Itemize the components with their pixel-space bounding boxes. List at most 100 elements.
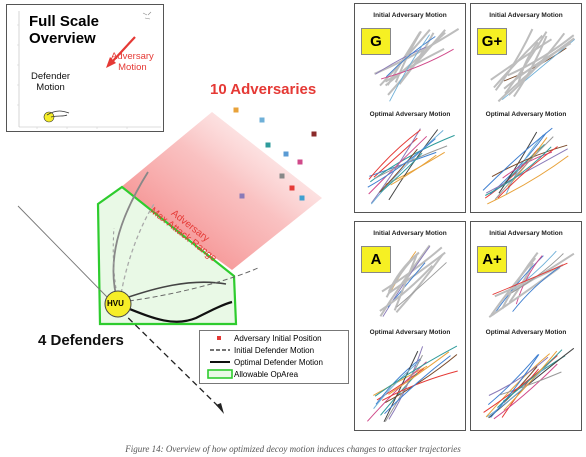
max-attack-range-band bbox=[120, 112, 322, 270]
panel-bottom-title: Optimal Adversary Motion bbox=[369, 329, 451, 336]
optimal-trajectory bbox=[493, 363, 558, 420]
legend-label: Allowable OpArea bbox=[234, 369, 299, 379]
overview-adversary-label: Adversary Motion bbox=[111, 51, 154, 73]
panel-top-title: Initial Adversary Motion bbox=[489, 12, 563, 19]
allowable-oparea bbox=[96, 185, 238, 326]
optimal-trajectory bbox=[503, 350, 558, 411]
panel-top-title: Initial Adversary Motion bbox=[373, 230, 447, 237]
legend-item-adversary: Adversary Initial Position bbox=[204, 333, 322, 343]
optimal-trajectory bbox=[487, 155, 569, 205]
main-scene bbox=[17, 107, 322, 414]
initial-trajectory bbox=[490, 38, 553, 81]
initial-trajectory bbox=[398, 32, 435, 85]
overview-axes bbox=[17, 11, 161, 129]
panel-a-plus: Initial Adversary Motion Optimal Adversa… bbox=[470, 221, 582, 431]
optimal-trajectory bbox=[487, 354, 539, 405]
panel-trajectories bbox=[483, 250, 575, 420]
optimal-trajectory bbox=[505, 134, 544, 195]
initial-trajectory bbox=[384, 48, 445, 83]
legend: Adversary Initial Position Initial Defen… bbox=[199, 330, 349, 384]
optimal-trajectory bbox=[499, 371, 562, 396]
defender-dashed-line bbox=[113, 303, 223, 411]
optimal-trajectory bbox=[380, 152, 423, 193]
optimal-trajectory bbox=[381, 370, 458, 401]
optimal-trajectory bbox=[385, 354, 458, 404]
initial-trajectory bbox=[511, 253, 564, 294]
adversary-marker bbox=[265, 142, 271, 148]
adversary-marker bbox=[311, 131, 317, 137]
initial-trajectory bbox=[512, 265, 562, 312]
adversary-marker bbox=[299, 195, 305, 201]
legend-label: Adversary Initial Position bbox=[234, 333, 322, 343]
adversary-marker bbox=[279, 173, 285, 179]
adversary-marker bbox=[297, 159, 303, 165]
adversary-marker bbox=[283, 151, 289, 157]
optimal-trajectory bbox=[498, 131, 538, 194]
overview-title: Full Scale Overview bbox=[29, 13, 100, 47]
legend-adversary-icon bbox=[204, 333, 234, 343]
initial-trajectory bbox=[517, 41, 539, 83]
overview-adversary-arrow bbox=[110, 36, 136, 64]
optimal-trajectory bbox=[497, 146, 558, 199]
adversary-marker bbox=[259, 117, 265, 123]
initial-trajectory bbox=[395, 253, 444, 313]
panel-g-plus: Initial Adversary Motion Optimal Adversa… bbox=[470, 3, 582, 213]
legend-label: Initial Defender Motion bbox=[234, 345, 315, 355]
optimal-trajectory bbox=[384, 355, 451, 415]
optimal-trajectory bbox=[388, 346, 424, 420]
initial-trajectory bbox=[515, 255, 543, 305]
adversary-markers bbox=[233, 107, 317, 201]
adversary-marker bbox=[233, 107, 239, 113]
initial-trajectory bbox=[380, 48, 454, 80]
optimal-trajectory bbox=[374, 345, 458, 397]
initial-trajectory bbox=[513, 35, 548, 98]
optimal-trajectory bbox=[373, 359, 422, 410]
optimal-trajectory bbox=[491, 144, 568, 178]
optimal-trajectory bbox=[390, 154, 437, 186]
figure-caption: Figure 14: Overview of how optimized dec… bbox=[125, 444, 461, 454]
optimal-trajectory bbox=[375, 145, 448, 179]
optimal-trajectory bbox=[490, 354, 540, 418]
initial-trajectory bbox=[385, 36, 436, 78]
optimal-trajectory bbox=[494, 136, 554, 200]
hvu-label: HVU bbox=[107, 299, 124, 308]
optimal-trajectory bbox=[373, 365, 428, 396]
initial-trajectory bbox=[396, 262, 447, 308]
initial-trajectory bbox=[384, 31, 446, 87]
adversaries-label: 10 Adversaries bbox=[210, 81, 317, 98]
initial-trajectory bbox=[394, 30, 422, 83]
initial-trajectory bbox=[393, 255, 418, 311]
optimal-trajectory bbox=[502, 349, 563, 402]
optimal-trajectory bbox=[379, 148, 418, 193]
initial-trajectory bbox=[494, 28, 534, 91]
panel-top-title: Initial Adversary Motion bbox=[373, 12, 447, 19]
optimal-trajectory bbox=[488, 356, 549, 396]
optimal-trajectory bbox=[368, 129, 421, 180]
legend-label: Optimal Defender Motion bbox=[234, 357, 323, 367]
panel-badge: G+ bbox=[477, 28, 507, 55]
optimal-trajectory bbox=[370, 130, 444, 205]
legend-item-oparea: Allowable OpArea bbox=[204, 369, 298, 379]
optimal-trajectory bbox=[485, 148, 568, 194]
initial-trajectory bbox=[508, 262, 534, 303]
optimal-trajectory bbox=[485, 353, 551, 418]
initial-trajectory bbox=[492, 262, 568, 296]
panel-trajectories bbox=[482, 28, 576, 205]
defenders-label: 4 Defenders bbox=[38, 332, 124, 349]
optimal-trajectory bbox=[388, 129, 439, 201]
optimal-trajectory bbox=[482, 127, 553, 191]
optimal-trajectory bbox=[383, 350, 419, 423]
panel-bottom-title: Optimal Adversary Motion bbox=[485, 111, 567, 118]
overview-inset: Full Scale Overview Adversary Motion Def… bbox=[6, 4, 164, 132]
initial-trajectory bbox=[503, 42, 572, 90]
optimal-trajectory bbox=[388, 351, 450, 395]
initial-trajectory bbox=[507, 34, 575, 77]
overview-hvu bbox=[43, 111, 55, 123]
panel-g: Initial Adversary Motion Optimal Adversa… bbox=[354, 3, 466, 213]
initial-trajectory bbox=[379, 244, 431, 317]
panel-badge: A+ bbox=[477, 246, 507, 273]
panel-top-title: Initial Adversary Motion bbox=[489, 230, 563, 237]
panel-a: Initial Adversary Motion Optimal Adversa… bbox=[354, 221, 466, 431]
legend-initial-defender-icon bbox=[204, 345, 234, 355]
initial-trajectory bbox=[508, 32, 566, 96]
